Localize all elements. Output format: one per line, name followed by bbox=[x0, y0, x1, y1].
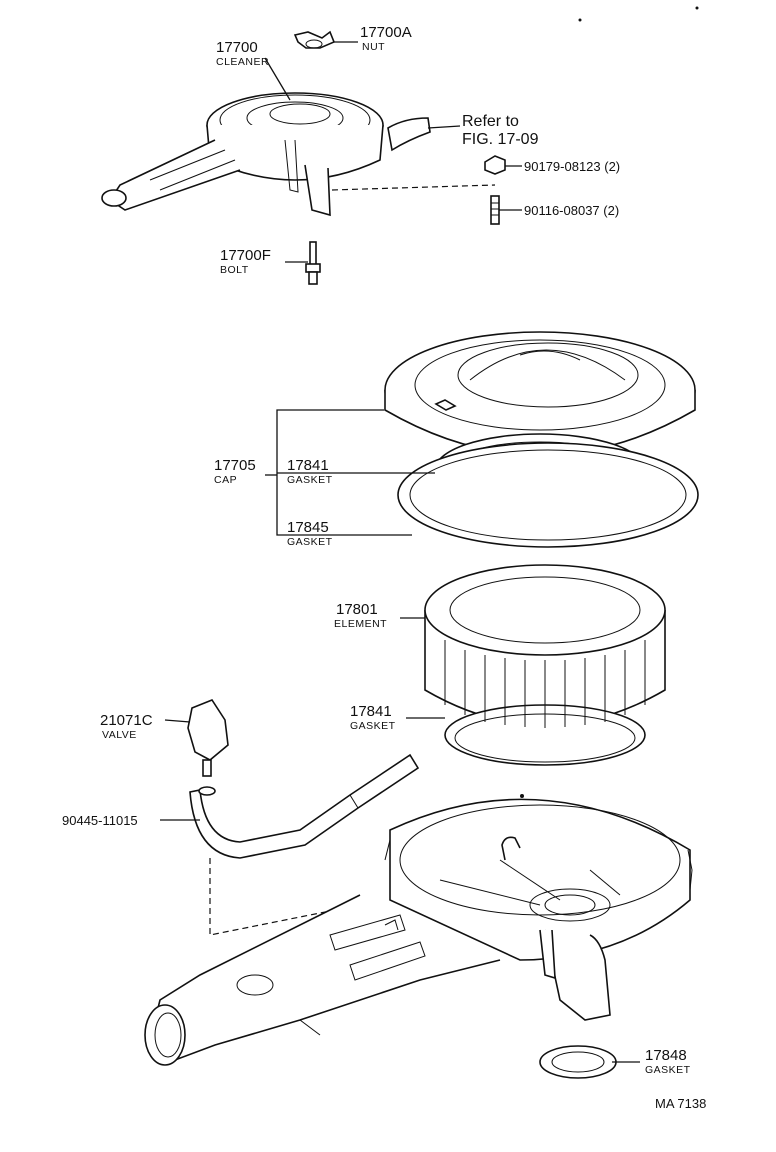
cap-part bbox=[384, 331, 696, 456]
gasket-small-part bbox=[539, 1045, 617, 1079]
label-valve: 21071C VALVE bbox=[100, 712, 153, 741]
gasket-ring-part bbox=[397, 442, 699, 548]
part-name: CLEANER bbox=[216, 56, 269, 68]
speck bbox=[695, 6, 699, 10]
part-name: CAP bbox=[214, 474, 237, 486]
part-name: GASKET bbox=[287, 536, 333, 548]
label-gasket-d: 17848 GASKET bbox=[645, 1047, 691, 1076]
part-name: VALVE bbox=[102, 729, 137, 741]
part-number: 17841 bbox=[350, 703, 392, 720]
part-number: 17801 bbox=[336, 601, 378, 618]
part-number: 17700 bbox=[216, 39, 258, 56]
label-nut-number: 90179-08123 (2) bbox=[524, 159, 620, 174]
part-number: 17841 bbox=[287, 457, 329, 474]
part-number: 21071C bbox=[100, 712, 153, 729]
label-element: 17801 ELEMENT bbox=[334, 601, 387, 630]
valve-part bbox=[187, 699, 229, 777]
hose-part bbox=[189, 753, 420, 859]
stud-bolt-icon bbox=[490, 195, 500, 225]
part-number: 17848 bbox=[645, 1047, 687, 1064]
part-number: 17700A bbox=[360, 24, 412, 41]
air-cleaner-case-part bbox=[144, 798, 693, 1066]
part-number: 17700F bbox=[220, 247, 271, 264]
refer-line-2: FIG. 17-09 bbox=[462, 131, 539, 148]
label-stud-number: 90116-08037 (2) bbox=[524, 203, 619, 218]
label-gasket-a: 17841 GASKET bbox=[287, 457, 333, 486]
filter-element-part bbox=[424, 564, 666, 766]
part-name: GASKET bbox=[350, 720, 396, 732]
part-number: 17845 bbox=[287, 519, 329, 536]
label-cap: 17705 CAP bbox=[214, 457, 256, 486]
label-gasket-c: 17841 GASKET bbox=[350, 703, 396, 732]
part-name: BOLT bbox=[220, 264, 249, 276]
figure-code: MA 7138 bbox=[655, 1096, 706, 1111]
speck bbox=[578, 18, 582, 22]
label-nut: 17700A NUT bbox=[360, 24, 412, 53]
part-number: 17705 bbox=[214, 457, 256, 474]
part-name: ELEMENT bbox=[334, 618, 387, 630]
air-cleaner-assembly-small bbox=[101, 92, 496, 217]
speck bbox=[520, 794, 524, 798]
refer-line-1: Refer to bbox=[462, 113, 519, 130]
label-bolt: 17700F BOLT bbox=[220, 247, 271, 276]
part-name: GASKET bbox=[287, 474, 333, 486]
label-cleaner-top: 17700 CLEANER bbox=[216, 39, 269, 68]
label-refer: Refer to FIG. 17-09 bbox=[462, 113, 539, 148]
wing-nut-icon bbox=[293, 30, 336, 49]
part-name: GASKET bbox=[645, 1064, 691, 1076]
bolt-icon bbox=[305, 241, 321, 285]
label-gasket-b: 17845 GASKET bbox=[287, 519, 333, 548]
nut-icon bbox=[484, 155, 506, 175]
label-hose-number: 90445-11015 bbox=[62, 813, 138, 828]
leader-lines bbox=[160, 41, 640, 1063]
part-name: NUT bbox=[362, 41, 385, 53]
